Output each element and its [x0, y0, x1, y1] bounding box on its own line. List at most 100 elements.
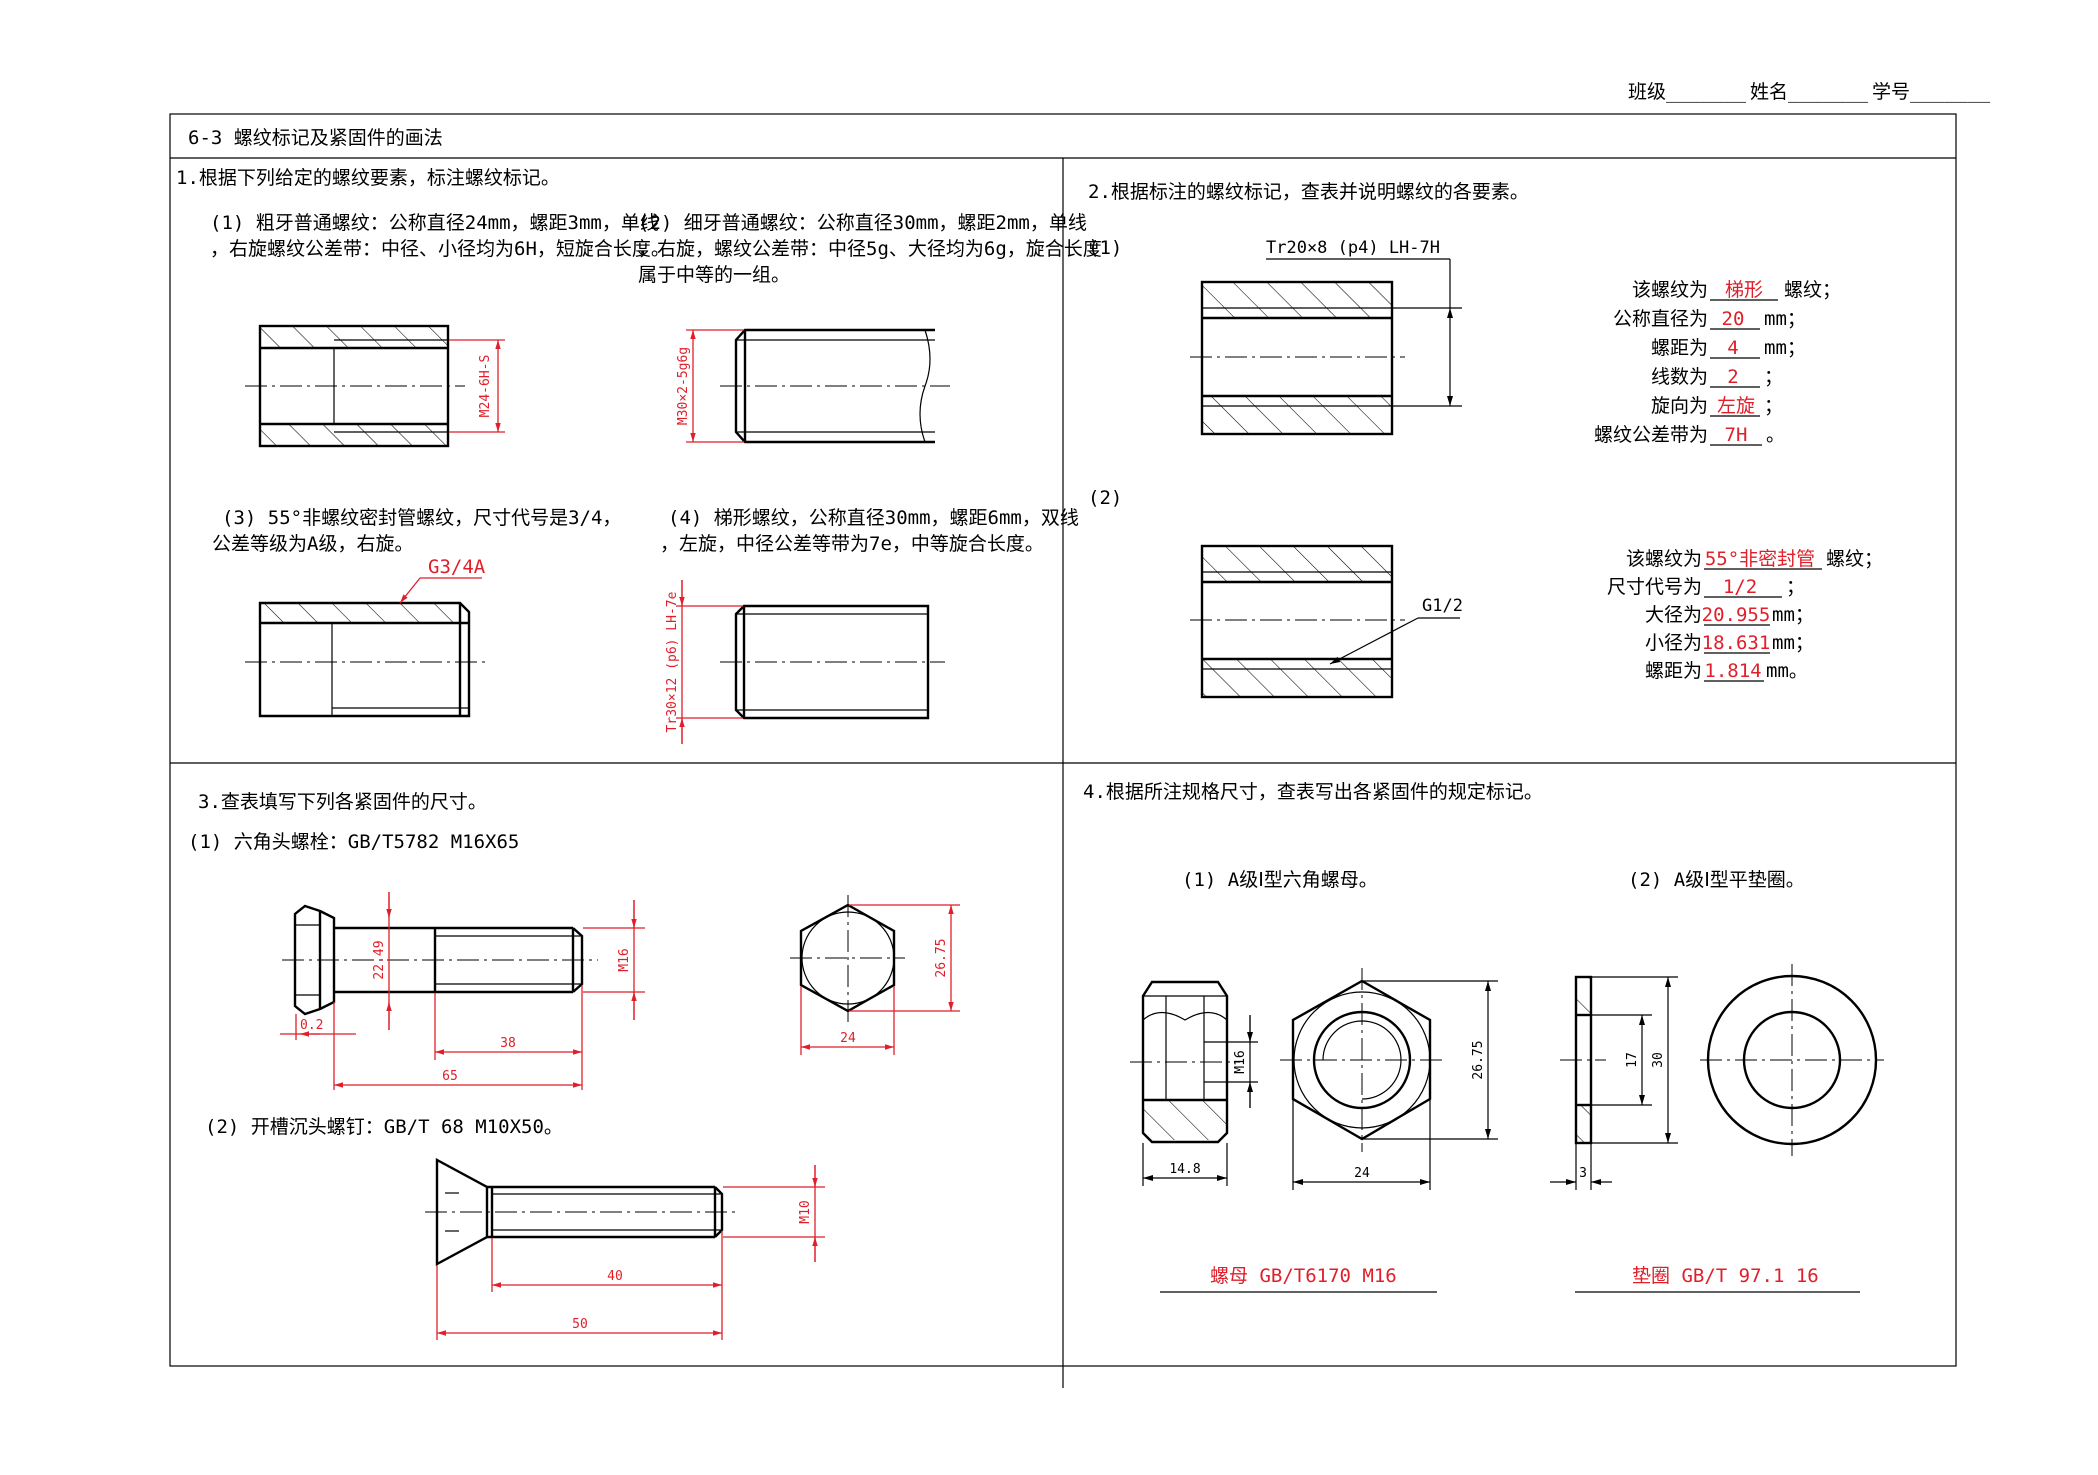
nut-side-dimensions: M16 14.8 [1142, 1015, 1258, 1186]
answer-row: 旋向为左旋 ； [1651, 395, 1783, 417]
bolt-title: (1) 六角头螺栓：GB/T5782 M16X65 [188, 831, 519, 853]
svg-text:；: ； [1786, 576, 1805, 598]
answer-value: 55°非密封管 [1705, 548, 1815, 570]
bolt-length: 65 [442, 1069, 458, 1084]
svg-text:mm；: mm； [1772, 632, 1814, 654]
sheet-title: 6-3 螺纹标记及紧固件的画法 [188, 127, 443, 149]
answer-value: 20.955 [1702, 604, 1771, 626]
g12-mark: G1/2 [1422, 596, 1463, 616]
p2-line2: ，右旋，螺纹公差带：中径5g、大径均为6g，旋合长度 [638, 238, 1102, 260]
svg-text:螺纹；: 螺纹； [1784, 279, 1841, 301]
answer-value: 1.814 [1704, 660, 1761, 682]
nut-answer: 螺母 GB/T6170 M16 [1160, 1265, 1437, 1293]
answer-row: 螺纹公差带为 7H 。 [1594, 424, 1785, 446]
bolt-head-dim: 22.49 [372, 940, 387, 979]
washer-inner-dim: 17 [1625, 1052, 1640, 1068]
svg-text:；: ； [1764, 395, 1783, 417]
answer-value: 左旋 [1717, 395, 1755, 417]
screw-dimensions: M10 40 50 [436, 1165, 825, 1340]
svg-text:小径为: 小径为 [1645, 632, 1702, 654]
tr20-dimension: Tr20×8 (p4) LH-7H [1266, 238, 1462, 407]
answer-row: 该螺纹为梯形螺纹； [1632, 279, 1841, 301]
section-4-heading: 4.根据所注规格尺寸，查表写出各紧固件的规定标记。 [1083, 781, 1543, 803]
p3-line2: 公差等级为A级，右旋。 [212, 533, 413, 555]
svg-text:。: 。 [1766, 424, 1785, 446]
screw-length: 50 [572, 1317, 588, 1332]
tr20-bushing-figure [1190, 280, 1405, 436]
answer-value: 7H [1725, 424, 1748, 446]
screw-title: (2) 开槽沉头螺钉：GB/T 68 M10X50。 [205, 1116, 563, 1138]
bolt-across-corners: 26.75 [934, 938, 949, 977]
g12-leader: G1/2 [1329, 596, 1463, 665]
section-1: 1.根据下列给定的螺纹要素，标注螺纹标记。 (1) 粗牙普通螺纹：公称直径24m… [176, 167, 1102, 744]
washer-title: (2) A级Ⅰ型平垫圈。 [1628, 869, 1805, 891]
bolt-across-flats: 24 [840, 1031, 856, 1046]
pipe-thread-figure [245, 601, 485, 718]
answer-value: 梯形 [1725, 279, 1763, 301]
svg-text:mm；: mm； [1772, 604, 1814, 626]
section-3-heading: 3.查表填写下列各紧固件的尺寸。 [198, 791, 487, 813]
g12-bushing-figure [1190, 544, 1405, 699]
washer-answer: 垫圈 GB/T 97.1 16 [1575, 1265, 1860, 1293]
svg-text:mm；: mm； [1764, 308, 1806, 330]
washer-side-view [1560, 975, 1606, 1145]
g34a-mark: G3/4A [428, 556, 486, 578]
washer-side-dimensions: 17 30 3 [1550, 976, 1678, 1190]
nut-answer-text: 螺母 GB/T6170 M16 [1210, 1265, 1397, 1287]
section-1-heading: 1.根据下列给定的螺纹要素，标注螺纹标记。 [176, 167, 560, 189]
bolt-fillet-dim: 0.2 [300, 1018, 323, 1033]
nut-title: (1) A级Ⅰ型六角螺母。 [1182, 869, 1378, 891]
nut-across-flats: 24 [1354, 1166, 1370, 1181]
svg-text:mm；: mm； [1764, 337, 1806, 359]
s2-p2-label: (2) [1088, 487, 1122, 509]
header: 班级_______ 姓名_______ 学号_______ [1628, 81, 1991, 103]
m24-mark: M24-6H-S [478, 355, 493, 418]
washer-thickness: 3 [1579, 1166, 1587, 1181]
svg-text:螺距为: 螺距为 [1651, 337, 1708, 359]
answer-row: 螺距为 4 mm； [1651, 337, 1806, 359]
svg-text:旋向为: 旋向为 [1651, 395, 1708, 417]
name-label: 姓名_______ [1750, 81, 1869, 103]
washer-answer-text: 垫圈 GB/T 97.1 16 [1632, 1265, 1819, 1287]
nut-across-corners: 26.75 [1471, 1040, 1486, 1079]
tr30-mark: Tr30×12 (p6) LH-7e [665, 591, 680, 732]
svg-text:mm。: mm。 [1766, 660, 1808, 682]
class-label: 班级_______ [1628, 81, 1747, 103]
p1-line1: (1) 粗牙普通螺纹：公称直径24mm，螺距3mm，单线 [210, 212, 659, 234]
answer-value: 18.631 [1702, 632, 1771, 654]
sheet-frame [169, 113, 1957, 1388]
svg-text:大径为: 大径为 [1645, 604, 1702, 626]
svg-text:螺纹公差带为: 螺纹公差带为 [1594, 424, 1708, 446]
answer-value: 4 [1727, 337, 1738, 359]
trapezoid-thread-figure [720, 604, 945, 720]
nut-height: 14.8 [1169, 1162, 1200, 1177]
washer-top-view [1700, 964, 1884, 1156]
nut-side-view [1130, 980, 1240, 1144]
svg-text:尺寸代号为: 尺寸代号为 [1607, 576, 1702, 598]
bolt-thread-length: 38 [500, 1036, 516, 1051]
washer-outer-dim: 30 [1651, 1052, 1666, 1068]
p3-line1: (3) 55°非螺纹密封管螺纹，尺寸代号是3/4， [222, 507, 621, 529]
internal-thread-figure [245, 324, 465, 448]
svg-text:该螺纹为: 该螺纹为 [1632, 279, 1708, 301]
m30-dimension: M30×2-5g6g [676, 329, 744, 443]
m30-mark: M30×2-5g6g [676, 347, 691, 425]
section-4: 4.根据所注规格尺寸，查表写出各紧固件的规定标记。 (1) A级Ⅰ型六角螺母。 … [1083, 781, 1884, 1293]
svg-text:；: ； [1764, 366, 1783, 388]
p4-line1: (4) 梯形螺纹，公称直径30mm，螺距6mm，双线 [668, 507, 1079, 529]
bolt-thread-dim: M16 [617, 948, 632, 971]
bolt-dimensions: 22.49 M16 0.2 38 65 [280, 892, 645, 1090]
g34a-leader: G3/4A [399, 556, 486, 604]
answer-value: 20 [1722, 308, 1745, 330]
external-thread-figure [720, 328, 950, 444]
bolt-end-view [790, 895, 905, 1022]
